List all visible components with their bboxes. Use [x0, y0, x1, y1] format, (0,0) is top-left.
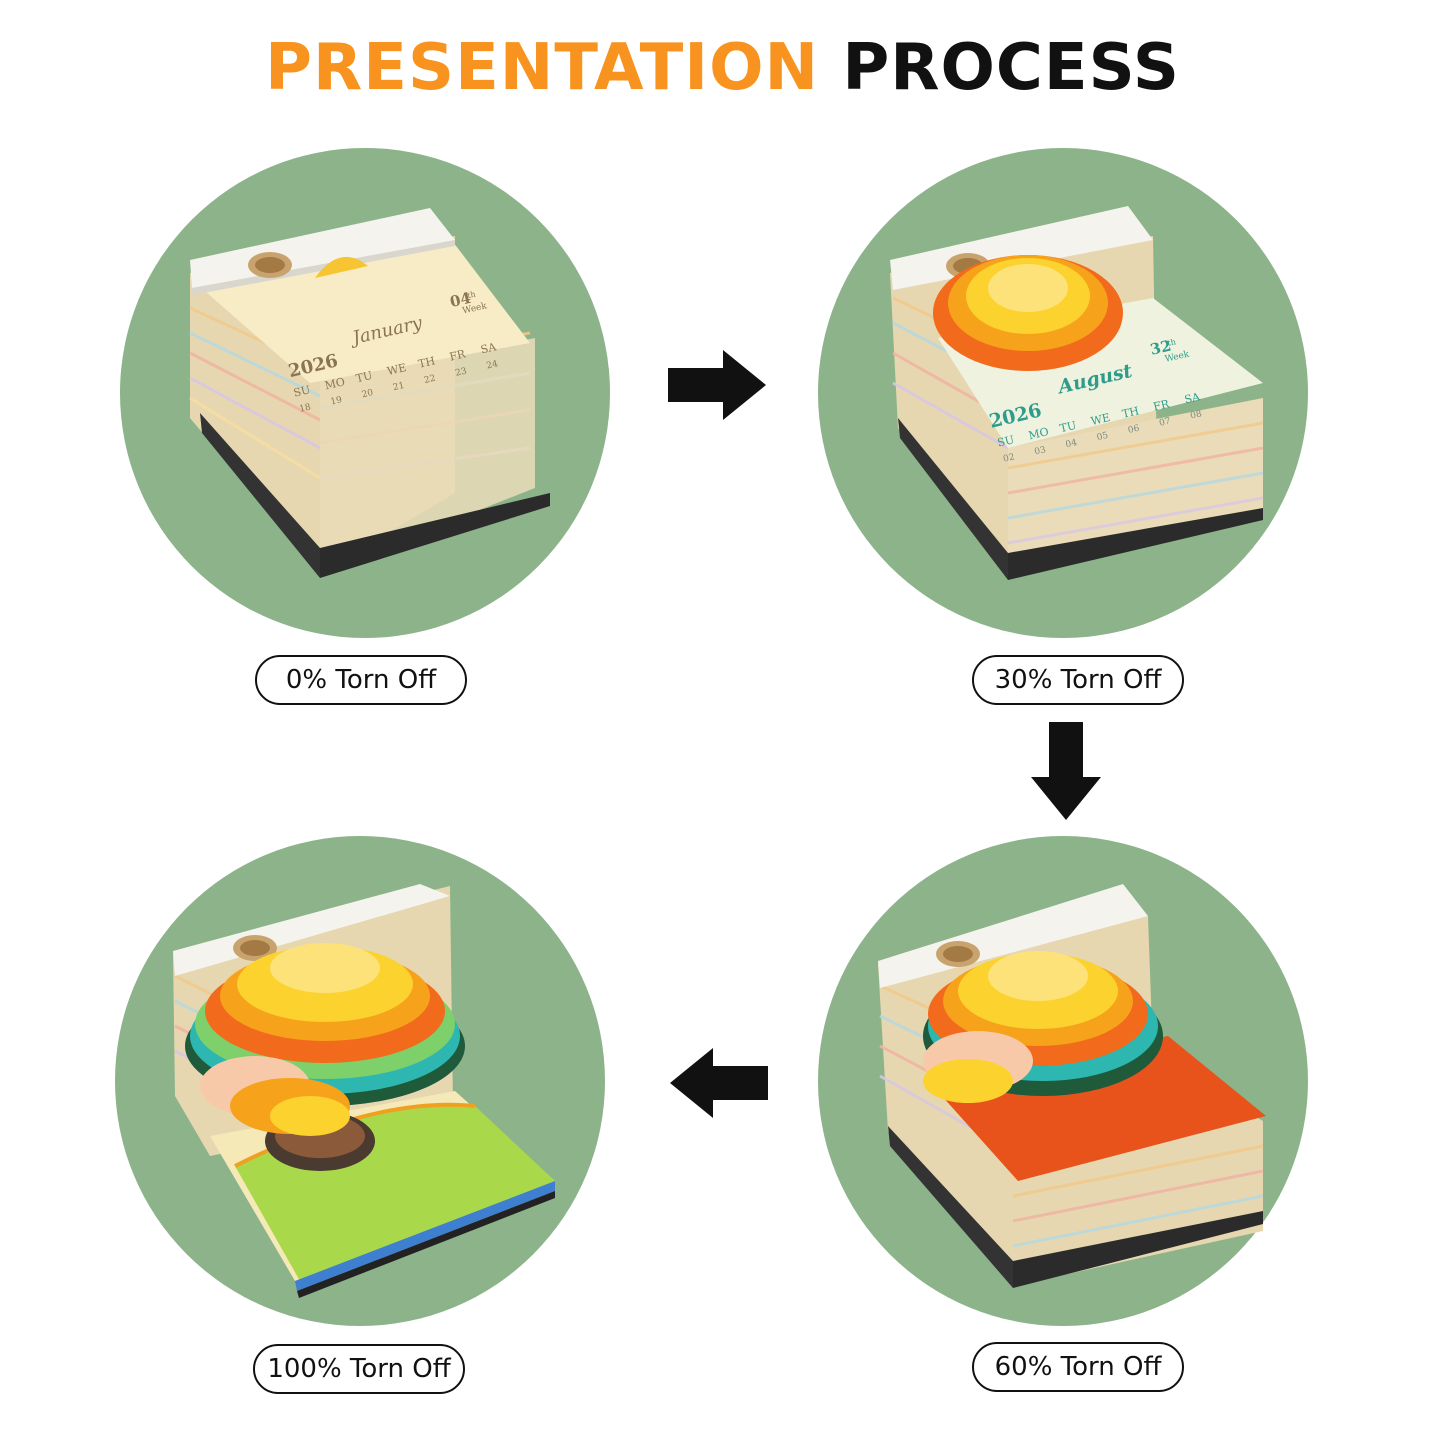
- stage-1-day: TH: [1121, 404, 1140, 420]
- stage-1-day: FR: [1152, 397, 1171, 413]
- stage-1-day: SU: [996, 433, 1015, 449]
- stage-1-image: 2026 August 32 th Week SU MO TU WE TH FR…: [818, 148, 1308, 638]
- stage-0-day: MO: [323, 375, 346, 392]
- stage-3-label: 100% Torn Off: [253, 1344, 465, 1394]
- stage-1-date: 06: [1127, 424, 1141, 436]
- stage-0-day: SU: [292, 383, 311, 399]
- stage-1-date: 08: [1189, 409, 1203, 421]
- stage-0-day: WE: [386, 361, 408, 378]
- stage-0-date: 23: [454, 366, 468, 378]
- stage-1-day: WE: [1090, 411, 1112, 428]
- stage-0-date: 20: [361, 388, 375, 400]
- stage-1-day: TU: [1058, 419, 1077, 435]
- stage-0-image: 2026 January 04 th Week SU MO TU WE TH F…: [120, 148, 610, 638]
- arrow-left-icon: [670, 1048, 768, 1118]
- stage-0-day: FR: [448, 347, 467, 363]
- stage-3-image: [115, 836, 605, 1326]
- stage-1-week-suffix: th: [1166, 337, 1176, 348]
- stage-1-date: 02: [1002, 452, 1015, 464]
- page-title: PRESENTATION PROCESS: [0, 28, 1445, 108]
- title-main-word: PROCESS: [842, 31, 1180, 105]
- stage-0-day: TU: [355, 369, 374, 385]
- stage-2-label: 60% Torn Off: [972, 1342, 1184, 1392]
- stage-1-date: 04: [1065, 438, 1079, 450]
- stage-0-date: 19: [330, 395, 344, 407]
- stage-1-day: MO: [1027, 425, 1050, 442]
- stage-1-date: 03: [1034, 445, 1048, 457]
- stage-0-week-num: 04: [448, 289, 472, 311]
- stage-2-image: [818, 836, 1308, 1326]
- stage-1-week-num: 32: [1149, 336, 1173, 358]
- stage-0-date: 22: [423, 374, 436, 386]
- stage-0-week-suffix: th: [466, 290, 476, 301]
- stage-1-day: SA: [1183, 390, 1202, 406]
- title-accent-word: PRESENTATION: [265, 31, 820, 105]
- stage-0-date: 18: [299, 402, 313, 414]
- stage-0-date: 21: [392, 381, 405, 393]
- stage-0-day: SA: [479, 340, 498, 356]
- stage-1-label: 30% Torn Off: [972, 655, 1184, 705]
- stage-0-label: 0% Torn Off: [255, 655, 467, 705]
- arrow-right-icon: [668, 350, 766, 420]
- stage-1-date: 05: [1096, 431, 1110, 443]
- arrow-down-icon: [1031, 722, 1101, 820]
- stage-0-date: 24: [486, 359, 500, 371]
- stage-1-date: 07: [1158, 416, 1172, 428]
- stage-0-day: TH: [417, 354, 436, 370]
